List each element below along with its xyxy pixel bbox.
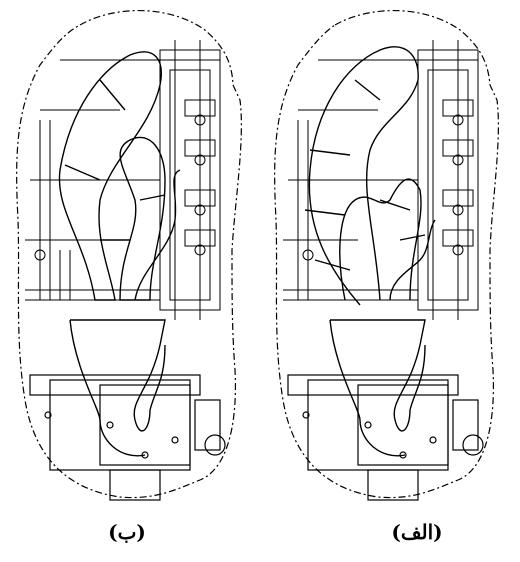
runner-tubes: [58, 51, 181, 301]
panel-alef: [260, 0, 520, 505]
boundary-outline: [16, 10, 242, 499]
boundary-outline: [274, 10, 499, 499]
panel-b: [0, 0, 260, 505]
base-housing: [29, 374, 226, 501]
caption-alef: (الف): [391, 520, 443, 544]
exhaust-manifold-drawing-b: [16, 10, 242, 501]
exhaust-manifold-drawing-alef: [274, 10, 499, 501]
base-housing: [287, 374, 484, 501]
engine-block-lines: [25, 40, 221, 320]
runner-tubes: [304, 46, 436, 306]
caption-b: (ب): [108, 520, 146, 544]
engine-block-lines: [283, 40, 479, 320]
